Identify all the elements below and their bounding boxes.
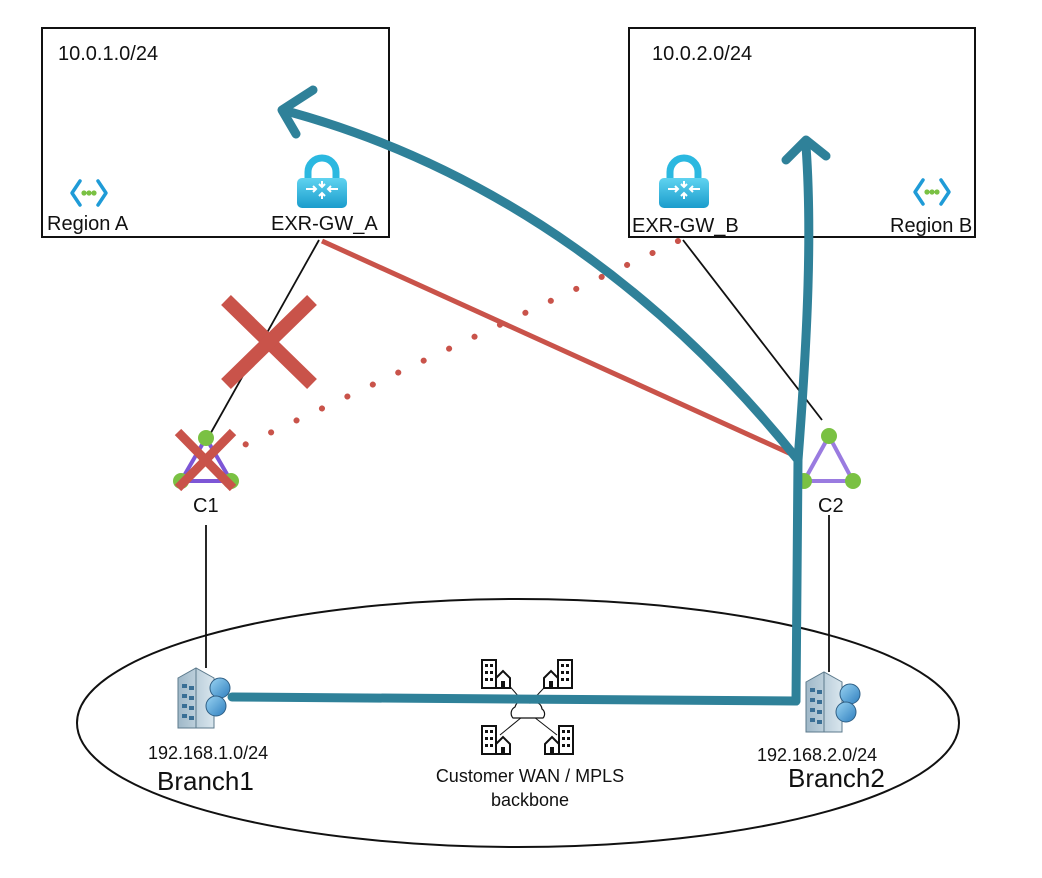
branch2-datacenter-icon — [805, 671, 861, 733]
region-b-subnet: 10.0.2.0/24 — [652, 43, 752, 65]
link-gw-a-to-c2-red — [320, 238, 802, 461]
branch1-label: Branch1 — [157, 766, 254, 796]
site-building-icon — [543, 659, 573, 689]
traffic-region-b-arrowhead — [781, 135, 831, 165]
region-a-subnet: 10.0.1.0/24 — [58, 43, 158, 65]
traffic-branch2-up-to-c2 — [791, 455, 803, 706]
traffic-branch1-to-branch2 — [227, 692, 801, 706]
branch2-subnet: 192.168.2.0/24 — [757, 745, 877, 765]
circuit-c2: C2 — [796, 428, 861, 517]
circuit-c2-label: C2 — [818, 495, 844, 517]
customer-wan-ellipse — [76, 598, 960, 848]
traffic-c2-to-region-a — [285, 107, 803, 465]
site-building-icon — [544, 725, 574, 755]
branch2-label: Branch2 — [788, 763, 885, 793]
branch1-datacenter-icon — [177, 667, 231, 729]
vnet-b-icon — [913, 178, 951, 206]
traffic-c2-to-region-b — [793, 141, 814, 465]
traffic-region-a-arrowhead — [277, 85, 318, 139]
wan-label-line1: Customer WAN / MPLS — [436, 766, 624, 786]
wan-label-line2: backbone — [491, 790, 569, 810]
large-failure-x-icon — [221, 294, 317, 390]
traffic-flow-paths — [227, 85, 831, 706]
circuit-c1-failure-x-icon — [174, 428, 237, 492]
gateway-a-label: EXR-GW_A — [271, 213, 378, 235]
circuit-c1-label: C1 — [193, 495, 219, 517]
vnet-a-icon — [70, 179, 108, 207]
gateway-a-lock-icon — [297, 154, 347, 208]
site-building-icon — [481, 725, 511, 755]
gateway-b-lock-icon — [659, 154, 709, 208]
site-building-icon — [481, 659, 511, 689]
region-a-label: Region A — [47, 213, 129, 235]
region-b-label: Region B — [890, 215, 972, 237]
branch1-subnet: 192.168.1.0/24 — [148, 743, 268, 763]
gateway-b-label: EXR-GW_B — [632, 215, 739, 237]
